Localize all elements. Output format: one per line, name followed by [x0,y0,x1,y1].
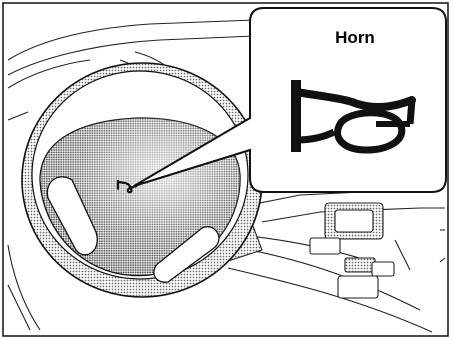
steering-wheel [22,63,262,297]
horn-label: Horn [300,28,410,48]
